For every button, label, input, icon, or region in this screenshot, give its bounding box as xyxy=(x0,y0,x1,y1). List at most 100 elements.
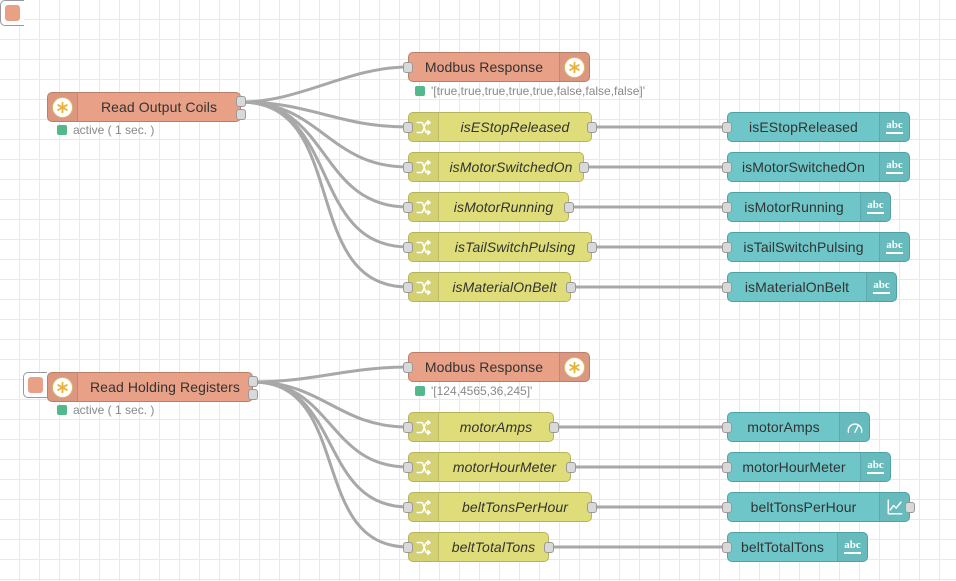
output-port[interactable] xyxy=(544,542,554,553)
node-label: isMotorSwitchedOn xyxy=(449,159,573,175)
green-square-status-dot xyxy=(415,386,425,396)
status-read-output-coils: active ( 1 sec. ) xyxy=(57,123,154,137)
wire xyxy=(251,380,410,469)
node-modbus-response-registers[interactable]: Modbus Response xyxy=(403,352,590,382)
input-port[interactable] xyxy=(722,202,732,213)
input-port[interactable] xyxy=(722,122,732,133)
node-dashboard-is-motor-running[interactable]: isMotorRunning abc xyxy=(722,192,891,222)
change-node-icon xyxy=(409,453,439,481)
node-label: beltTonsPerHour xyxy=(750,499,857,515)
output-port[interactable] xyxy=(587,122,597,133)
node-label: beltTonsPerHour xyxy=(461,499,569,515)
input-port[interactable] xyxy=(403,362,413,373)
input-port[interactable] xyxy=(403,422,413,433)
output-port[interactable] xyxy=(587,502,597,513)
node-label: motorAmps xyxy=(459,419,533,435)
wire xyxy=(239,100,410,169)
input-port[interactable] xyxy=(403,122,413,133)
change-node-icon xyxy=(409,233,439,261)
input-port[interactable] xyxy=(722,542,732,553)
input-port[interactable] xyxy=(403,242,413,253)
output-port[interactable] xyxy=(566,462,576,473)
modbus-flex-icon xyxy=(559,353,589,381)
node-function-is-motor-running[interactable]: isMotorRunning xyxy=(403,192,574,222)
input-port[interactable] xyxy=(722,282,732,293)
output-port[interactable] xyxy=(549,422,559,433)
gauge-icon xyxy=(839,413,869,441)
node-label: isMaterialOnBelt xyxy=(744,279,850,295)
output-port[interactable] xyxy=(566,282,576,293)
output-port[interactable] xyxy=(587,242,597,253)
input-port[interactable] xyxy=(403,282,413,293)
node-function-is-material-on-belt[interactable]: isMaterialOnBelt xyxy=(403,272,576,302)
modbus-flex-icon xyxy=(48,93,78,121)
node-read-output-coils[interactable]: Read Output Coils xyxy=(47,92,246,122)
output-port[interactable] xyxy=(236,109,246,120)
node-label: motorHourMeter xyxy=(742,459,846,475)
node-function-is-e-stop-released[interactable]: isEStopReleased xyxy=(403,112,597,142)
node-modbus-response-coils[interactable]: Modbus Response xyxy=(403,52,590,82)
status-modbus-response-registers: '[124,4565,36,245]' xyxy=(415,384,532,398)
abc-text-icon: abc xyxy=(866,273,896,301)
green-square-status-dot xyxy=(57,125,67,135)
node-read-holding-registers[interactable]: Read Holding Registers xyxy=(47,372,258,402)
node-function-is-motor-switched-on[interactable]: isMotorSwitchedOn xyxy=(403,152,589,182)
node-function-is-tail-switch-pulsing[interactable]: isTailSwitchPulsing xyxy=(403,232,597,262)
input-port[interactable] xyxy=(403,462,413,473)
node-dashboard-belt-tons-per-hour[interactable]: beltTonsPerHour xyxy=(722,492,915,522)
node-function-motor-hour-meter[interactable]: motorHourMeter xyxy=(403,452,576,482)
output-port[interactable] xyxy=(236,96,246,107)
node-label: isMotorSwitchedOn xyxy=(741,159,866,175)
input-port[interactable] xyxy=(722,162,732,173)
input-port[interactable] xyxy=(722,462,732,473)
wire xyxy=(239,100,410,129)
node-dashboard-motor-amps[interactable]: motorAmps xyxy=(722,412,870,442)
node-dashboard-is-material-on-belt[interactable]: isMaterialOnBelt abc xyxy=(722,272,897,302)
input-port[interactable] xyxy=(403,62,413,73)
change-node-icon xyxy=(409,413,439,441)
node-label: Read Output Coils xyxy=(100,99,218,115)
node-dashboard-is-e-stop-released[interactable]: isEStopReleased abc xyxy=(722,112,910,142)
abc-text-icon: abc xyxy=(879,113,909,141)
node-dashboard-is-motor-switched-on[interactable]: isMotorSwitchedOn abc xyxy=(722,152,910,182)
node-label: Read Holding Registers xyxy=(89,379,241,395)
output-port[interactable] xyxy=(248,376,258,387)
wire xyxy=(239,65,410,104)
wire xyxy=(251,380,410,549)
input-port[interactable] xyxy=(722,242,732,253)
abc-text-icon: abc xyxy=(837,533,867,561)
input-port[interactable] xyxy=(403,542,413,553)
inject-button-icon xyxy=(28,377,43,393)
inject-button-read-holding-registers[interactable] xyxy=(23,372,47,398)
node-label: isTailSwitchPulsing xyxy=(743,239,864,255)
status-text: '[true,true,true,true,true,false,false,f… xyxy=(431,84,646,98)
node-function-motor-amps[interactable]: motorAmps xyxy=(403,412,559,442)
node-dashboard-belt-total-tons[interactable]: beltTotalTons abc xyxy=(722,532,868,562)
output-port[interactable] xyxy=(248,389,258,400)
input-port[interactable] xyxy=(722,502,732,513)
node-function-belt-tons-per-hour[interactable]: beltTonsPerHour xyxy=(403,492,597,522)
green-square-status-dot xyxy=(57,405,67,415)
node-label: motorHourMeter xyxy=(452,459,557,475)
inject-button-read-output-coils[interactable] xyxy=(0,0,24,26)
wire xyxy=(251,365,410,384)
status-text: active ( 1 sec. ) xyxy=(73,123,155,137)
node-label: beltTotalTons xyxy=(451,539,536,555)
wire xyxy=(239,100,410,209)
change-node-icon xyxy=(409,493,439,521)
output-port[interactable] xyxy=(905,502,915,513)
output-port[interactable] xyxy=(564,202,574,213)
node-label: isEStopReleased xyxy=(460,119,570,135)
node-function-belt-total-tons[interactable]: beltTotalTons xyxy=(403,532,554,562)
output-port[interactable] xyxy=(579,162,589,173)
input-port[interactable] xyxy=(403,202,413,213)
input-port[interactable] xyxy=(403,502,413,513)
node-dashboard-motor-hour-meter[interactable]: motorHourMeter abc xyxy=(722,452,891,482)
input-port[interactable] xyxy=(722,422,732,433)
abc-text-icon: abc xyxy=(879,233,909,261)
node-dashboard-is-tail-switch-pulsing[interactable]: isTailSwitchPulsing abc xyxy=(722,232,910,262)
input-port[interactable] xyxy=(403,162,413,173)
node-label: beltTotalTons xyxy=(740,539,825,555)
abc-text-icon: abc xyxy=(860,193,890,221)
